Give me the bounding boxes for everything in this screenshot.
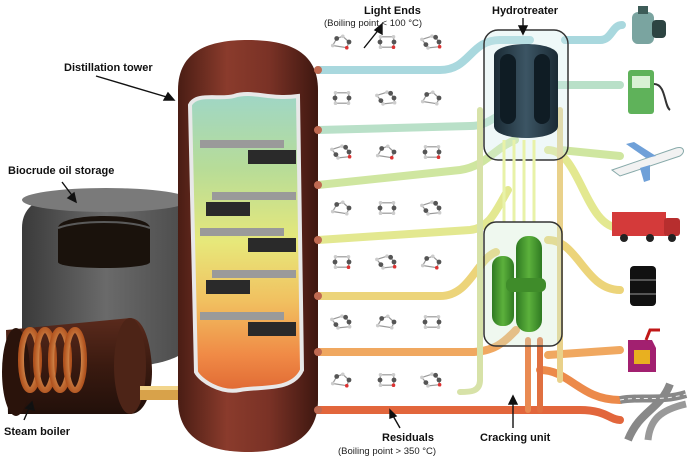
molecule bbox=[422, 315, 442, 329]
biocrude-storage-tank bbox=[22, 188, 190, 368]
molecule bbox=[420, 372, 442, 388]
label-arrows bbox=[23, 18, 529, 429]
fuel-pump-icon bbox=[628, 70, 671, 114]
molecule bbox=[420, 34, 442, 50]
molecule bbox=[375, 90, 397, 106]
hydrotreater-label: Hydrotreater bbox=[492, 5, 559, 17]
molecule bbox=[330, 200, 352, 216]
molecule bbox=[375, 144, 397, 160]
airplane-icon bbox=[610, 142, 684, 182]
molecule bbox=[377, 201, 397, 215]
molecule bbox=[330, 144, 352, 160]
gas-cylinder-icon bbox=[632, 6, 666, 44]
molecule bbox=[330, 372, 352, 388]
molecule bbox=[377, 35, 397, 49]
molecule bbox=[420, 200, 442, 216]
molecule bbox=[420, 254, 442, 270]
light-ends-boiling-point: (Boiling point < 100 °C) bbox=[324, 18, 423, 29]
oil-barrel-icon bbox=[630, 266, 656, 306]
steam-boiler-label: Steam boiler bbox=[4, 426, 71, 438]
light-ends-label: Light Ends bbox=[364, 5, 421, 17]
road-icon bbox=[619, 382, 688, 442]
tower-trays bbox=[200, 140, 296, 336]
molecule bbox=[375, 254, 397, 270]
cracking-unit-label: Cracking unit bbox=[480, 432, 551, 444]
molecule bbox=[375, 314, 397, 330]
cracking-unit bbox=[483, 221, 563, 347]
molecule bbox=[420, 90, 442, 106]
distillation-tower bbox=[178, 40, 322, 452]
molecule bbox=[330, 34, 352, 50]
heating-coil-icon bbox=[18, 327, 87, 393]
distillation-tower-label: Distillation tower bbox=[64, 62, 153, 74]
hydrotreater-unit bbox=[483, 29, 569, 222]
product-pipes bbox=[314, 21, 626, 424]
residuals-boiling-point: (Boiling point > 350 °C) bbox=[338, 446, 437, 457]
residuals-label: Residuals bbox=[382, 432, 434, 444]
truck-icon bbox=[612, 212, 680, 242]
molecule bbox=[332, 91, 352, 105]
steam-boiler bbox=[2, 318, 192, 416]
molecule bbox=[377, 373, 397, 387]
molecule bbox=[332, 255, 352, 269]
biocrude-storage-label: Biocrude oil storage bbox=[8, 165, 115, 177]
molecule bbox=[330, 314, 352, 330]
molecule-structures bbox=[330, 34, 442, 388]
molecule bbox=[422, 145, 442, 159]
fuel-can-icon bbox=[628, 328, 660, 372]
